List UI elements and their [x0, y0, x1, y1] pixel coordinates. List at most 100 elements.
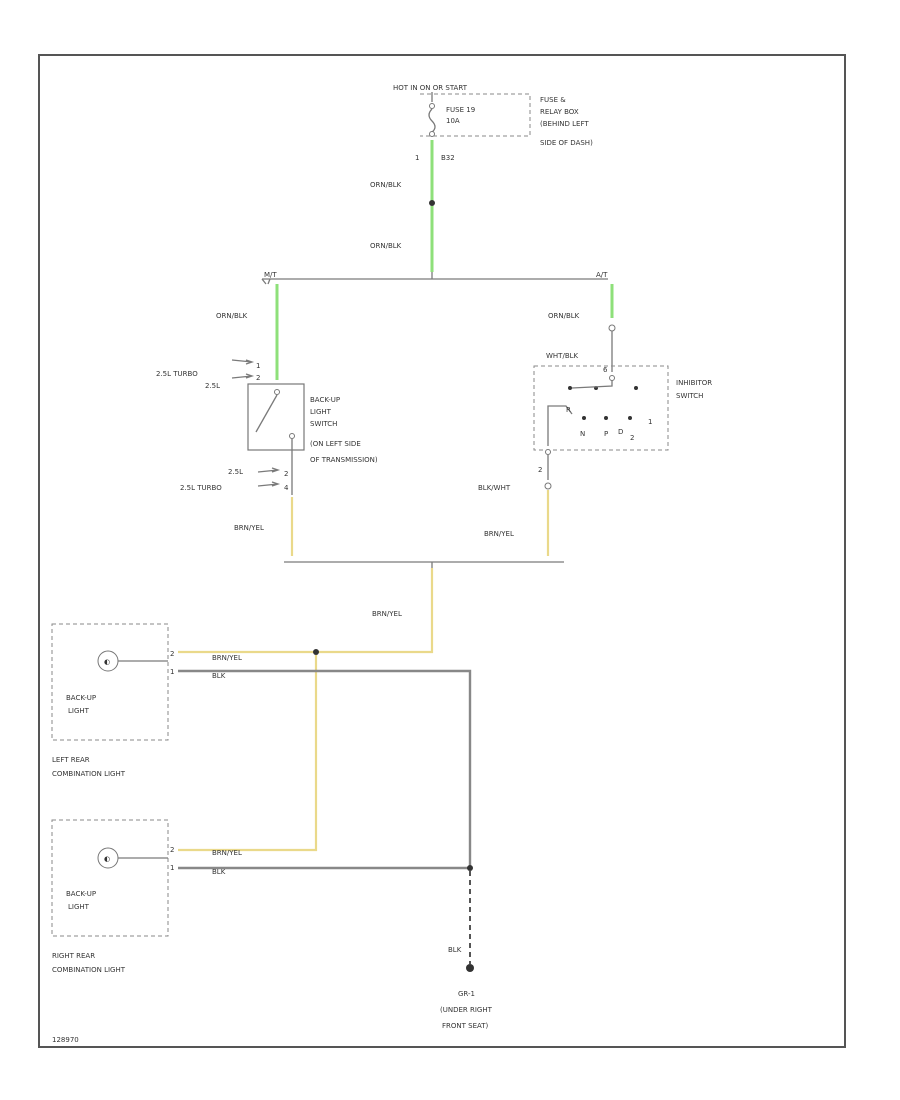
- diagram-frame: [38, 54, 846, 1048]
- backup-variant-bot-1: 2.5L: [228, 468, 243, 476]
- right-pin-1: 2: [170, 846, 174, 854]
- left-lamp-line-1: BACK-UP: [66, 694, 96, 702]
- wire-to-right-lamp: [178, 655, 318, 852]
- inhibitor-switch-line-1: INHIBITOR: [676, 379, 712, 387]
- wire-label-blk-rrear: BLK: [212, 868, 226, 876]
- backup-switch-lever: [255, 394, 278, 433]
- ground-line-1: GR-1: [458, 990, 475, 998]
- ground-splice: [467, 865, 473, 871]
- left-lamp-line-2: LIGHT: [68, 707, 90, 715]
- right-lamp-line-1: BACK-UP: [66, 890, 96, 898]
- right-lamp-line-2: LIGHT: [68, 903, 90, 911]
- wire-label-brn-yel-main: BRN/YEL: [372, 610, 402, 618]
- right-rear-housing: [51, 819, 169, 937]
- inhibitor-pin-bottom: 2: [538, 466, 542, 474]
- branch-bus-drop-left: [261, 278, 271, 285]
- wire-label-blk-lrear: BLK: [212, 672, 226, 680]
- left-rear-housing: [51, 623, 169, 741]
- backup-switch-line-2: LIGHT: [310, 408, 332, 416]
- inhibitor-switch-line-2: SWITCH: [676, 392, 703, 400]
- fuse-pin-right: B32: [441, 154, 455, 162]
- backup-pin-bot-1: 2: [284, 470, 288, 478]
- wire-label-blk-wht: BLK/WHT: [478, 484, 511, 492]
- backup-switch-body: [247, 383, 305, 451]
- fuse-box-line-1: FUSE &: [540, 96, 566, 104]
- left-lamp-glyph: ◐: [104, 658, 110, 666]
- left-group-line-1: LEFT REAR: [52, 756, 90, 764]
- wire-to-left-lamp: [178, 650, 434, 654]
- wire-label-brn-yel-left: BRN/YEL: [234, 524, 264, 532]
- inhibitor-contact-5: [604, 416, 608, 420]
- ground-point: [466, 964, 474, 972]
- inhibitor-contact-1: 1: [648, 418, 652, 426]
- lamp-splice: [313, 649, 319, 655]
- inhibitor-contact-d: D: [618, 428, 623, 436]
- inhibitor-wiper: [547, 380, 613, 446]
- wire-label-orn-blk-1: ORN/BLK: [370, 181, 402, 189]
- splice-label-at: A/T: [596, 271, 608, 279]
- inhibitor-pin-top: 6: [603, 366, 608, 374]
- footer-code: 128970: [52, 1036, 79, 1044]
- backup-pin-top-2: 2: [256, 374, 260, 382]
- inhibitor-contact-1: [568, 386, 572, 390]
- fuse-label: FUSE 19: [446, 106, 475, 114]
- backup-pin-bot-2: 4: [284, 484, 289, 492]
- wire-label-wht-blk: WHT/BLK: [546, 352, 579, 360]
- fuse-pin-left: 1: [415, 154, 419, 162]
- fuse-symbol: [428, 108, 436, 133]
- backup-variant-top-1: 2.5L TURBO: [156, 370, 198, 378]
- inhibitor-terminal-bottom: [545, 449, 551, 455]
- backup-switch-terminal-bottom: [289, 433, 295, 439]
- wire-label-brn-yel-lrear: BRN/YEL: [212, 654, 242, 662]
- inhibitor-contact-4: [582, 416, 586, 420]
- backup-switch-line-1: BACK-UP: [310, 396, 340, 404]
- return-bus: [284, 561, 564, 568]
- left-pin-1: 2: [170, 650, 174, 658]
- backup-variant-bot-2: 2.5L TURBO: [180, 484, 222, 492]
- right-group-line-1: RIGHT REAR: [52, 952, 95, 960]
- ground-line-2: (UNDER RIGHT: [440, 1006, 493, 1014]
- feed-splice: [429, 200, 435, 206]
- fuse-box-line-4: SIDE OF DASH): [540, 139, 593, 147]
- branch-bus: [262, 272, 608, 280]
- wire-label-brn-yel-rrear: BRN/YEL: [212, 849, 242, 857]
- inhibitor-connector-a: [608, 324, 616, 332]
- inhibitor-contact-2: 2: [630, 434, 634, 442]
- inhibitor-pos-r: R: [566, 406, 571, 414]
- inhibitor-connector-b: [544, 482, 552, 490]
- wire-label-orn-blk-right: ORN/BLK: [548, 312, 580, 320]
- backup-switch-terminal-top: [274, 389, 280, 395]
- backup-variant-top-2: 2.5L: [205, 382, 220, 390]
- inhibitor-contact-3: [634, 386, 638, 390]
- right-group-line-2: COMBINATION LIGHT: [52, 966, 126, 974]
- fuse-rating: 10A: [446, 117, 460, 125]
- wire-label-orn-blk-2: ORN/BLK: [370, 242, 402, 250]
- left-group-line-2: COMBINATION LIGHT: [52, 770, 126, 778]
- power-source-label: HOT IN ON OR START: [393, 84, 468, 92]
- backup-variant-arrows-bottom: [257, 467, 281, 487]
- inhibitor-contact-n: N: [580, 430, 585, 438]
- wire-label-orn-blk-left: ORN/BLK: [216, 312, 248, 320]
- fuse-box-line-2: RELAY BOX: [540, 108, 579, 116]
- left-pin-2: 1: [170, 668, 174, 676]
- ground-line-3: FRONT SEAT): [442, 1022, 489, 1030]
- wire-label-brn-yel-right: BRN/YEL: [484, 530, 514, 538]
- backup-pin-top-1: 1: [256, 362, 260, 370]
- fuse-terminal-top: [429, 103, 435, 109]
- backup-switch-line-4: (ON LEFT SIDE: [310, 440, 361, 448]
- wire-label-blk-ground: BLK: [448, 946, 462, 954]
- ground-wire-left: [178, 669, 472, 868]
- right-lamp-glyph: ◐: [104, 855, 110, 863]
- backup-switch-line-5: OF TRANSMISSION): [310, 456, 378, 464]
- fuse-box-line-3: (BEHIND LEFT: [540, 120, 589, 128]
- inhibitor-terminal-top: [609, 375, 615, 381]
- backup-variant-arrows-top: [231, 359, 255, 379]
- inhibitor-contact-p: P: [604, 430, 608, 438]
- right-pin-2: 1: [170, 864, 174, 872]
- fuse-box-outline: [420, 93, 531, 137]
- backup-switch-line-3: SWITCH: [310, 420, 337, 428]
- splice-label-mt: M/T: [264, 271, 277, 279]
- inhibitor-contact-6: [628, 416, 632, 420]
- fuse-terminal-bottom: [429, 131, 435, 137]
